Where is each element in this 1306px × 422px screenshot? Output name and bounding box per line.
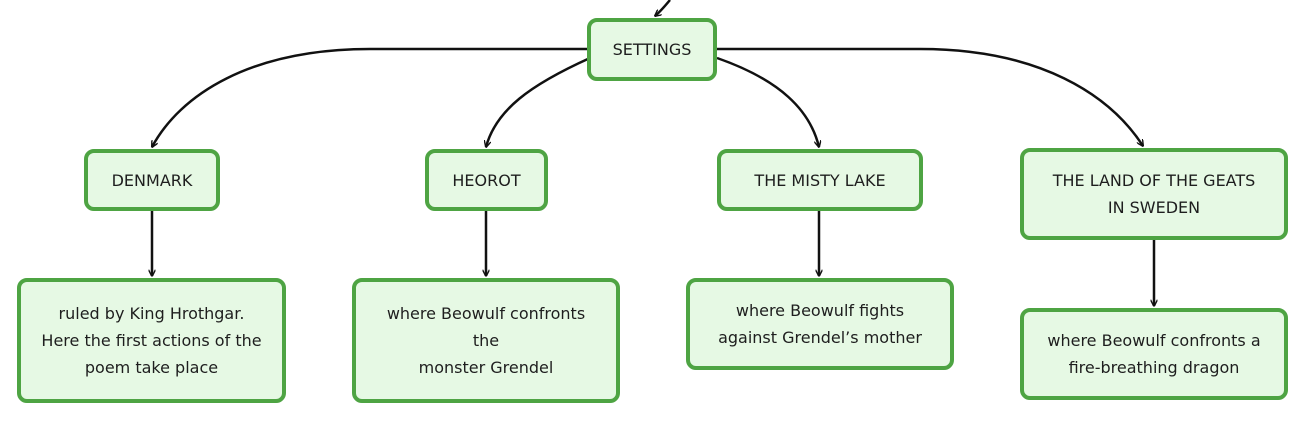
- incoming-connector: [655, 0, 671, 16]
- description-text: where Beowulf confronts a fire-breathing…: [1047, 331, 1261, 377]
- setting-node-denmark: DENMARK: [84, 149, 220, 211]
- connector-settings-heorot: [486, 56, 591, 147]
- setting-node-misty-lake: THE MISTY LAKE: [717, 149, 923, 211]
- root-node-settings: SETTINGS: [587, 18, 717, 81]
- connector-settings-denmark: [150, 47, 587, 147]
- description-node-denmark: ruled by King Hrothgar. Here the first a…: [17, 278, 286, 403]
- setting-node-land-of-geats: THE LAND OF THE GEATS IN SWEDEN: [1020, 148, 1288, 240]
- description-node-misty-lake: where Beowulf fights against Grendel’s m…: [686, 278, 954, 370]
- description-text: where Beowulf confronts the monster Gren…: [386, 304, 586, 377]
- root-node-label: SETTINGS: [612, 40, 692, 59]
- setting-node-label: THE MISTY LAKE: [754, 170, 886, 190]
- setting-node-label: THE LAND OF THE GEATS IN SWEDEN: [1052, 171, 1256, 217]
- setting-node-heorot: HEOROT: [425, 149, 548, 211]
- description-text: where Beowulf fights against Grendel’s m…: [718, 301, 922, 347]
- description-node-heorot: where Beowulf confronts the monster Gren…: [352, 278, 620, 403]
- connector-settings-misty: [716, 56, 819, 147]
- setting-node-label: HEOROT: [452, 170, 521, 190]
- setting-node-label: DENMARK: [111, 170, 193, 190]
- description-text: ruled by King Hrothgar. Here the first a…: [41, 304, 262, 377]
- connector-settings-geats: [717, 47, 1143, 146]
- description-node-land-of-geats: where Beowulf confronts a fire-breathing…: [1020, 308, 1288, 400]
